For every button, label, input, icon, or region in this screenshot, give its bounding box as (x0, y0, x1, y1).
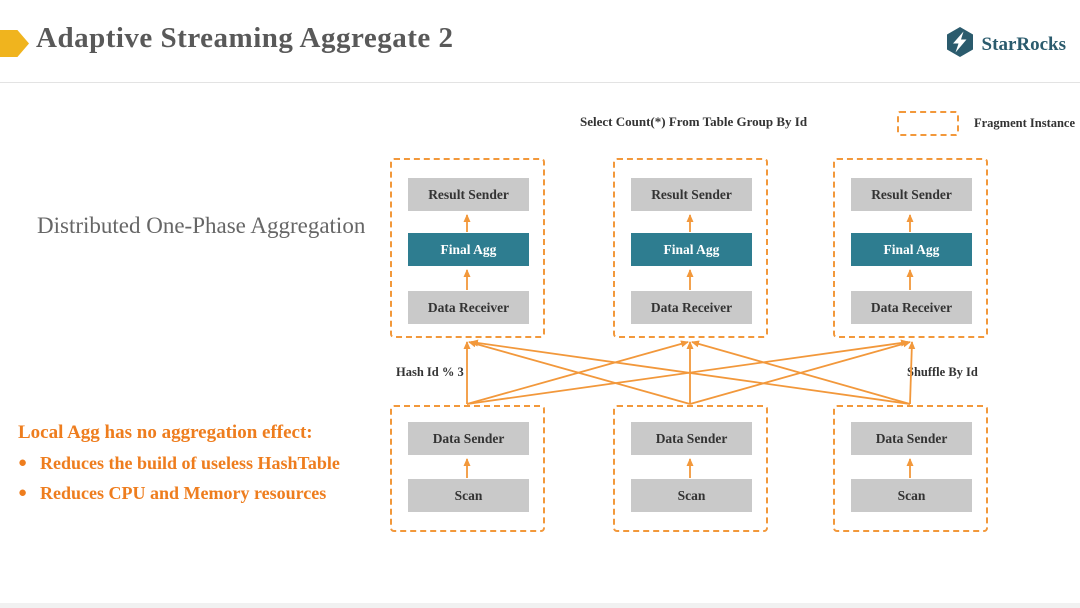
node-scan: Scan (631, 479, 752, 512)
fragment-bottom-3: Data Sender Scan (833, 405, 988, 532)
node-scan: Scan (851, 479, 972, 512)
fragment-bottom-1: Data Sender Scan (390, 405, 545, 532)
notes-bullet-text: Reduces the build of useless HashTable (40, 453, 340, 473)
fragment-top-3: Result Sender Final Agg Data Receiver (833, 158, 988, 338)
legend-label: Fragment Instance (974, 116, 1076, 130)
node-result-sender: Result Sender (408, 178, 529, 211)
starrocks-logo: StarRocks (945, 26, 1066, 63)
starrocks-hexagon-icon (945, 26, 975, 63)
page-title: Adaptive Streaming Aggregate 2 (36, 22, 454, 54)
aggregation-mode-caption: Distributed One-Phase Aggregation (37, 213, 366, 238)
notes-bullet: ● Reduces the build of useless HashTable (18, 453, 388, 474)
header-divider (0, 82, 1080, 83)
title-arrow-bullet-icon (0, 30, 29, 57)
node-data-sender: Data Sender (851, 422, 972, 455)
bottom-strip (0, 603, 1080, 608)
node-scan: Scan (408, 479, 529, 512)
edge-label-hash: Hash Id % 3 (396, 365, 464, 379)
notes-bullet-text: Reduces CPU and Memory resources (40, 483, 327, 503)
fragment-instance-legend: Fragment Instance (897, 111, 1075, 136)
node-final-agg: Final Agg (851, 233, 972, 266)
legend-dashed-box-icon (897, 111, 959, 136)
node-data-sender: Data Sender (408, 422, 529, 455)
starrocks-logo-text: StarRocks (981, 33, 1066, 55)
fragment-bottom-2: Data Sender Scan (613, 405, 768, 532)
node-data-receiver: Data Receiver (851, 291, 972, 324)
notes-block: Local Agg has no aggregation effect: ● R… (18, 422, 388, 513)
node-result-sender: Result Sender (851, 178, 972, 211)
bullet-dot-icon: ● (18, 485, 28, 501)
fragment-top-1: Result Sender Final Agg Data Receiver (390, 158, 545, 338)
node-final-agg: Final Agg (631, 233, 752, 266)
node-final-agg: Final Agg (408, 233, 529, 266)
node-data-receiver: Data Receiver (631, 291, 752, 324)
node-data-receiver: Data Receiver (408, 291, 529, 324)
edge-label-shuffle: Shuffle By Id (907, 365, 978, 379)
query-caption: Select Count(*) From Table Group By Id (580, 114, 808, 129)
node-result-sender: Result Sender (631, 178, 752, 211)
node-data-sender: Data Sender (631, 422, 752, 455)
notes-title: Local Agg has no aggregation effect: (18, 422, 313, 443)
notes-bullet: ● Reduces CPU and Memory resources (18, 483, 388, 504)
bullet-dot-icon: ● (18, 455, 28, 471)
fragment-top-2: Result Sender Final Agg Data Receiver (613, 158, 768, 338)
